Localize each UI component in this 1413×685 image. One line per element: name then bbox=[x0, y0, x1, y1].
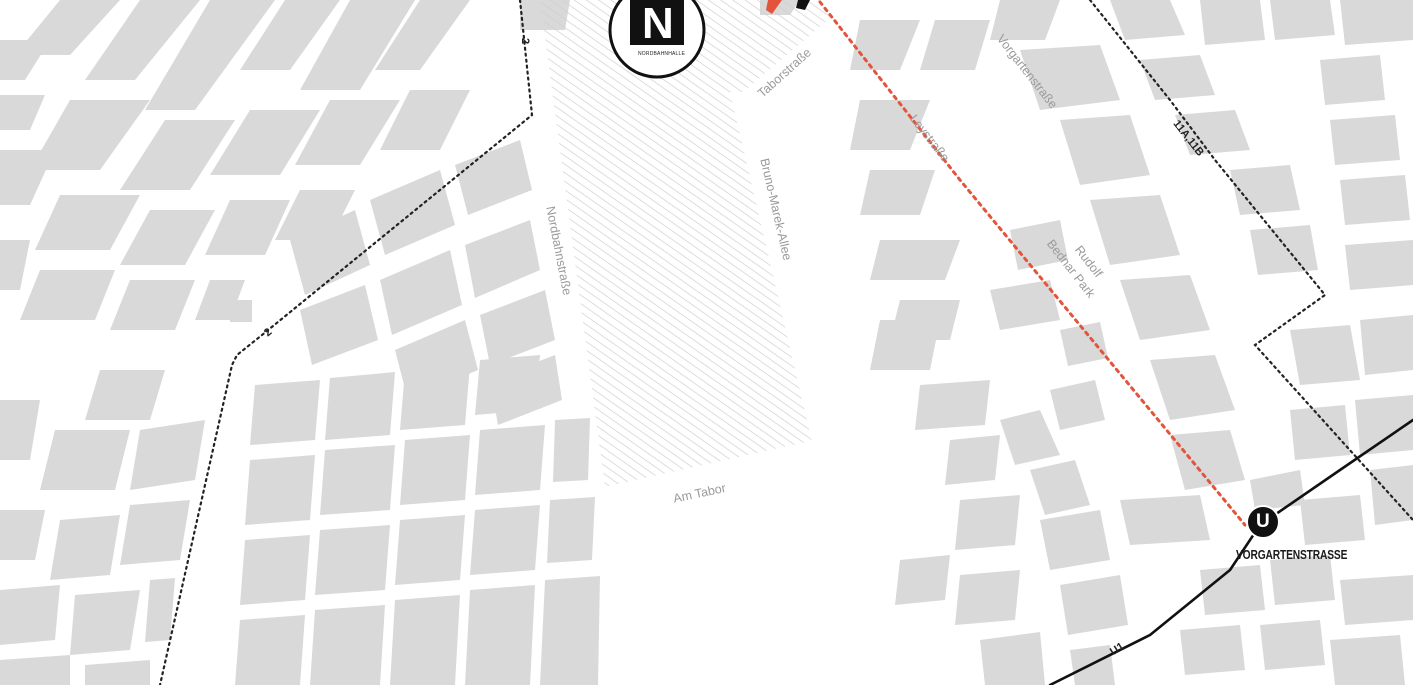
metro-u-letter: U bbox=[1256, 511, 1270, 532]
metro-u1-line bbox=[1048, 418, 1413, 685]
bus-11-route bbox=[1088, 0, 1413, 522]
venue-logo-letter: N bbox=[642, 0, 674, 48]
venue-logo-name: NORDBAHNHALLE bbox=[638, 51, 686, 57]
venue-logo-icon[interactable] bbox=[608, 0, 706, 79]
route-label-tram-2-top: 2 bbox=[519, 38, 531, 45]
metro-u-icon[interactable] bbox=[1246, 505, 1280, 539]
development-area bbox=[540, 0, 830, 487]
tram-2-route bbox=[158, 0, 534, 685]
walking-path bbox=[818, 0, 1247, 527]
station-name-vorgartenstrasse[interactable]: VORGARTENSTRASSE bbox=[1236, 548, 1348, 562]
